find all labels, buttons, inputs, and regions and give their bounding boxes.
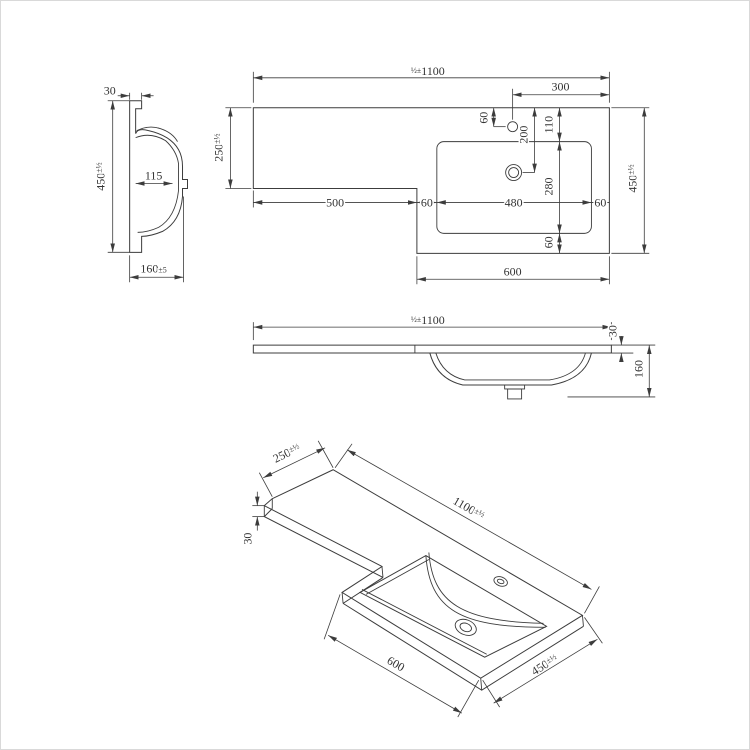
side-profile-inner-wall <box>135 134 179 233</box>
side-dim-30: 30 <box>104 84 116 98</box>
front-dim-160: 160 <box>631 360 645 378</box>
plan-dim-1100: ½±1100 <box>411 64 445 78</box>
plan-counter-outline <box>252 107 610 254</box>
plan-dim-60-bottom: 60 <box>542 236 556 248</box>
top-plan-view: ½±1100 300 60 200 110 280 60 500 60 480 … <box>210 62 650 285</box>
plan-dim-200: 200 <box>517 126 531 144</box>
iso-top-face <box>263 469 584 679</box>
plan-dim-450: 450±½ <box>625 164 639 192</box>
front-dim-1100: ½±1100 <box>411 313 445 327</box>
plan-dim-480: 480 <box>505 195 523 209</box>
plan-dim-60-right: 60 <box>594 195 606 209</box>
iso-tap-hole-outer <box>493 576 508 587</box>
isometric-view: 250±½ 1100±½ 450±½ 600 30 <box>239 440 603 718</box>
iso-dim-600: 600 <box>385 653 408 674</box>
side-profile-rim-curl <box>136 126 178 142</box>
front-drain-lip <box>504 384 526 390</box>
side-dim-160: 160±5 <box>140 261 166 275</box>
side-dim-450: 450±½ <box>94 162 108 190</box>
iso-rim-inner-back <box>365 559 430 595</box>
front-dim-30: 30 <box>605 325 619 337</box>
iso-dim-30: 30 <box>240 533 254 545</box>
plan-dim-60-tap: 60 <box>477 112 491 124</box>
iso-drain-outer <box>454 618 477 636</box>
plan-dim-280: 280 <box>542 178 556 196</box>
iso-dim-250: 250±½ <box>271 441 303 466</box>
iso-tap-hole-inner <box>496 578 505 585</box>
plan-dim-110: 110 <box>542 116 556 134</box>
iso-rim-inner-front <box>361 589 487 655</box>
iso-bowl-sweep-inner <box>428 552 544 624</box>
plan-dim-300: 300 <box>552 80 570 94</box>
plan-dim-600: 600 <box>504 264 522 278</box>
front-counter-slab <box>252 344 612 354</box>
plan-dim-250: 250±½ <box>211 133 225 161</box>
plan-tap-hole <box>507 121 519 133</box>
plan-drain-outer <box>505 164 523 181</box>
plan-basin-rim <box>436 141 592 234</box>
side-section-view: 30 450±½ 115 160±5 <box>92 82 188 283</box>
iso-drain-inner <box>459 622 472 633</box>
plan-dim-60-left: 60 <box>421 195 433 209</box>
plan-drain-inner <box>508 167 520 178</box>
plan-dim-500: 500 <box>326 195 344 209</box>
front-elevation-view: ½±1100 30 160 <box>252 312 656 400</box>
iso-basin-rim <box>358 554 548 658</box>
front-bowl-inner <box>435 352 586 381</box>
front-drain-body <box>507 388 523 400</box>
side-dim-115: 115 <box>145 169 163 183</box>
iso-dim-1100: 1100±½ <box>451 494 487 523</box>
side-profile-outline <box>129 100 188 253</box>
